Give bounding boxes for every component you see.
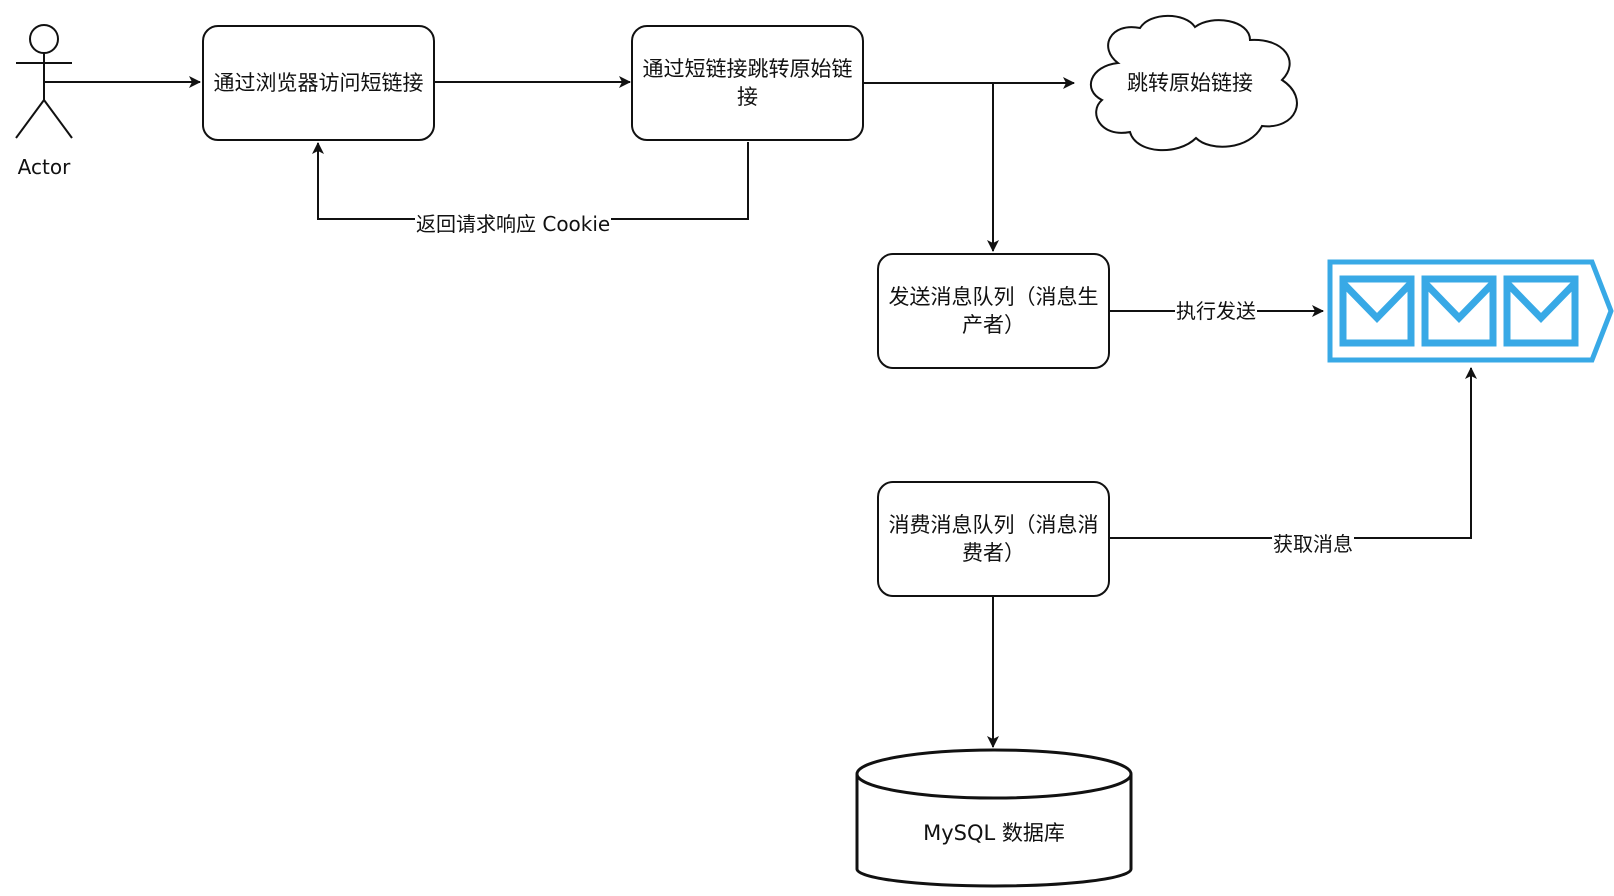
node-visit-short-link-text: 通过浏览器访问短链接 [213,71,424,95]
edge-label-execute-send: 执行发送 [1175,299,1257,323]
actor-label: Actor [17,155,71,179]
database-text: MySQL 数据库 [923,821,1065,845]
node-redirect-original[interactable]: 通过短链接跳转原始链接 [631,25,864,141]
node-producer-text: 发送消息队列（消息生产者） [888,285,1099,337]
edge-return-cookie [312,142,749,220]
node-consumer-text: 消费消息队列（消息消费者） [888,513,1099,565]
node-visit-short-link[interactable]: 通过浏览器访问短链接 [202,25,435,141]
node-redirect-original-text: 通过短链接跳转原始链接 [642,57,853,109]
edge-label-fetch-message: 获取消息 [1272,532,1354,556]
edge-consumer-fetch [1110,367,1477,539]
cloud-shape [1090,14,1298,151]
cloud-original-text: 跳转原始链接 [1127,71,1253,95]
database-cylinder [855,748,1133,888]
message-queue-envelopes-icon [1327,259,1614,363]
edge-label-return-cookie: 返回请求响应 Cookie [415,212,612,236]
node-producer[interactable]: 发送消息队列（消息生产者） [877,253,1110,369]
node-consumer[interactable]: 消费消息队列（消息消费者） [877,481,1110,597]
actor-icon [15,24,73,139]
